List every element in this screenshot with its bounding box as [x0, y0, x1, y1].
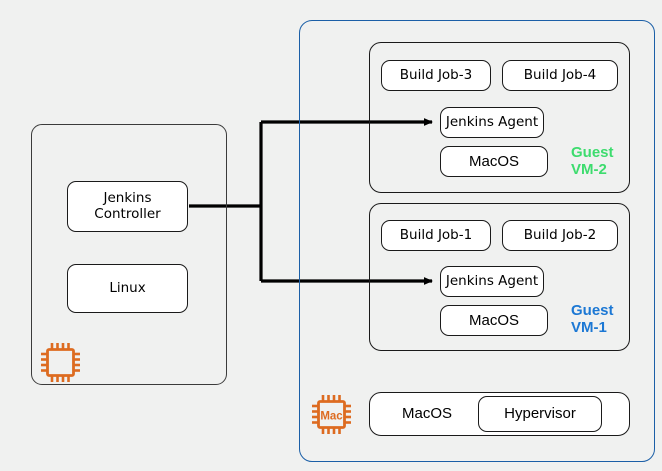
- node-vm1-jenkins-agent[interactable]: Jenkins Agent: [440, 266, 544, 297]
- cpu-chip-icon: [38, 340, 83, 385]
- node-jenkins-controller[interactable]: Jenkins Controller: [67, 181, 188, 232]
- guest-vm-2-label: Guest VM-2: [571, 144, 614, 178]
- node-build-job-1[interactable]: Build Job-1: [381, 220, 491, 251]
- node-build-job-2-label: Build Job-2: [523, 226, 597, 243]
- node-build-job-4[interactable]: Build Job-4: [502, 60, 618, 91]
- node-jenkins-controller-label: Jenkins Controller: [94, 189, 161, 222]
- jenkins-controller-host-container: [31, 124, 227, 385]
- node-build-job-3-label: Build Job-3: [399, 66, 473, 83]
- node-vm2-macos[interactable]: MacOS: [440, 146, 548, 177]
- node-vm2-macos-label: MacOS: [468, 152, 519, 170]
- node-host-macos-label: MacOS: [402, 405, 453, 423]
- guest-vm-1-label: Guest VM-1: [571, 302, 614, 336]
- svg-text:Mac: Mac: [320, 411, 343, 423]
- node-hypervisor[interactable]: Hypervisor: [478, 396, 602, 432]
- node-linux-label: Linux: [109, 279, 146, 296]
- node-vm1-macos[interactable]: MacOS: [440, 305, 548, 336]
- node-vm1-macos-label: MacOS: [468, 311, 519, 329]
- node-build-job-4-label: Build Job-4: [523, 66, 597, 83]
- node-build-job-1-label: Build Job-1: [399, 226, 473, 243]
- guest-vm-2-box: [369, 42, 630, 193]
- node-build-job-3[interactable]: Build Job-3: [381, 60, 491, 91]
- node-hypervisor-label: Hypervisor: [504, 405, 576, 423]
- node-vm2-jenkins-agent[interactable]: Jenkins Agent: [440, 107, 544, 138]
- node-vm2-jenkins-agent-label: Jenkins Agent: [445, 113, 539, 130]
- guest-vm-1-box: [369, 203, 630, 351]
- mac-chip-icon: Mac: [309, 392, 354, 437]
- node-build-job-2[interactable]: Build Job-2: [502, 220, 618, 251]
- node-vm1-jenkins-agent-label: Jenkins Agent: [445, 272, 539, 289]
- node-linux[interactable]: Linux: [67, 264, 188, 313]
- mac-host-container: [299, 20, 655, 462]
